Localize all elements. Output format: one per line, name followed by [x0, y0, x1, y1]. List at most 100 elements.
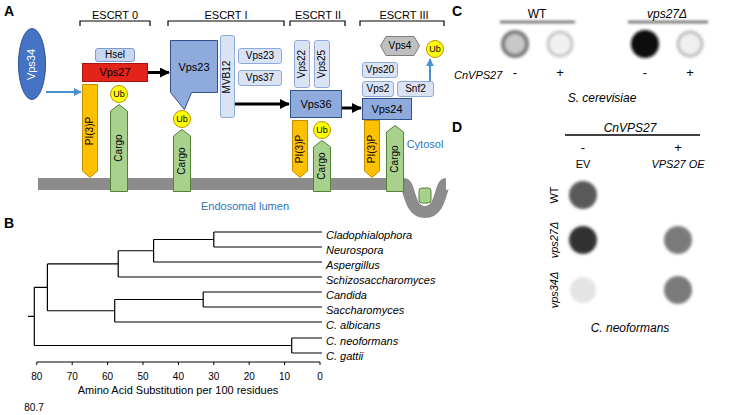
species-label: Saccharomyces	[326, 304, 404, 316]
protein-box: Vps20	[362, 62, 398, 78]
lipid-tag: PI(3)P	[292, 120, 308, 178]
panel-letter-slot: A	[4, 2, 14, 20]
cargo-shape: Cargo	[386, 125, 404, 192]
ubiquitin-circle: Ub	[313, 121, 331, 139]
spot-assay-c	[500, 22, 708, 58]
sign-label: -	[581, 140, 585, 155]
strain-label: WT	[528, 7, 547, 21]
arrow-connector	[148, 71, 169, 74]
arrow-connector	[429, 59, 431, 81]
species-label-slot: Candida	[326, 285, 367, 303]
axis-tick-label-slot: 50	[137, 366, 148, 384]
node-label: Vps2	[367, 84, 390, 94]
node-label: Vps34	[27, 48, 38, 79]
axis-tick-label-slot: 40	[173, 366, 184, 384]
sign-label-slot: -	[581, 138, 585, 156]
species-label: Candida	[326, 289, 367, 301]
arrow-connector	[342, 107, 361, 110]
outline-shape	[293, 121, 308, 178]
complex-label: ESCRT II	[295, 9, 341, 21]
yeast-spot	[664, 226, 692, 254]
species-label-slot: C. gattii	[326, 346, 363, 364]
bracket	[360, 21, 444, 26]
ubiquitin-circle: Ub	[426, 40, 444, 58]
outline-shape	[171, 41, 218, 110]
axis-tick-label: 80	[31, 371, 42, 382]
node-label: Vps27	[99, 67, 130, 78]
complex-label-slot: ESCRT 0	[92, 5, 138, 23]
axis-tick-label: 0	[317, 371, 323, 382]
strain-label-slot: WT	[528, 4, 547, 22]
lipid-tag: PI(3)P	[364, 120, 380, 178]
yeast-spot	[548, 32, 572, 56]
column-label: VPS27 OE	[651, 158, 704, 170]
species-label: Aspergillus	[326, 259, 380, 271]
outline-shape	[174, 130, 191, 192]
sign-label-slot: -	[513, 63, 517, 81]
cargo-shape: Cargo	[173, 129, 191, 192]
panel-letter-slot: C	[452, 2, 462, 20]
budding-cargo	[419, 188, 431, 203]
axis-tick-label-slot: 20	[244, 366, 255, 384]
axis-title-slot: Amino Acid Substitution per 100 residues	[78, 380, 279, 398]
protein-box: Vps25	[314, 40, 330, 88]
bracket	[168, 21, 284, 26]
panel-letter-slot: D	[452, 118, 462, 136]
arrow-connector	[235, 103, 289, 106]
species-caption-slot: C. neoformans	[591, 318, 670, 336]
axis-tick-label: 40	[173, 371, 184, 382]
node-label: Ub	[176, 115, 188, 124]
species-label: C. albicans	[326, 319, 380, 331]
endosome-membrane	[38, 184, 446, 212]
sign-label-slot: +	[556, 63, 564, 81]
axis-tick-label: 60	[102, 371, 113, 382]
group-line	[628, 21, 708, 23]
strain-label-slot: vps27Δ	[647, 4, 687, 22]
region-label: Endosomal lumen	[201, 200, 289, 212]
node-label: Vps23	[178, 62, 209, 73]
species-label: Neurospora	[326, 244, 383, 256]
arrow-connector	[46, 91, 81, 93]
strain-label-slot: vps34Δ	[544, 272, 562, 309]
gene-label: CnVPS27	[604, 121, 657, 135]
sign-label: -	[643, 65, 647, 80]
species-label-slot: Neurospora	[326, 240, 383, 258]
outline-shape	[83, 85, 98, 178]
axis-tick-label: 70	[67, 371, 78, 382]
species-label-slot: C. neoformans	[326, 331, 398, 349]
complex-label: ESCRT I	[205, 9, 248, 21]
protein-box: Snf2	[397, 81, 434, 97]
outline-shape	[365, 121, 380, 178]
strain-label: WT	[548, 186, 560, 203]
axis-tick-label: 50	[137, 371, 148, 382]
sign-label: +	[674, 140, 682, 155]
node-label: PI(3)P	[85, 117, 95, 145]
cargo-shape: Cargo	[110, 104, 128, 192]
complex-label-slot: ESCRT III	[379, 5, 428, 23]
node-label: Vps24	[371, 104, 402, 115]
yeast-spot	[570, 277, 596, 303]
node-label: Cargo	[177, 147, 187, 174]
node-label: Ub	[429, 45, 441, 54]
region-label-slot: Endosomal lumen	[201, 196, 289, 214]
species-label: Cladophialophora	[326, 229, 412, 241]
region-label-slot: Cytosol	[407, 134, 444, 152]
node-label: Cargo	[390, 145, 400, 172]
yeast-spot	[631, 30, 659, 58]
species-caption: C. neoformans	[591, 321, 670, 335]
strain-label-slot: WT	[544, 186, 562, 203]
node-label: Vps4	[389, 41, 412, 51]
outline-shape	[381, 37, 420, 56]
node-label: Vps36	[300, 99, 331, 110]
axis-tick-label-slot: 10	[279, 366, 290, 384]
protein-box: MVB12	[220, 35, 235, 118]
panel-letter: B	[4, 215, 14, 231]
outline-shape	[387, 126, 404, 192]
complex-brackets	[80, 21, 444, 26]
node-label: Ub	[316, 126, 328, 135]
scale-value: 80.7	[24, 402, 43, 413]
node-label: Vps25	[317, 50, 327, 78]
node-label: Vps37	[246, 73, 274, 83]
complex-label-slot: ESCRT II	[295, 5, 341, 23]
axis-tick-label-slot: 70	[67, 366, 78, 384]
